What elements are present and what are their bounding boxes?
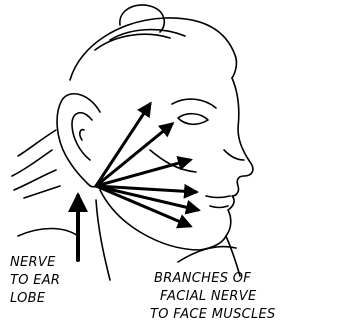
hair-strand (95, 34, 170, 50)
label-line: TO FACE MUSCLES (150, 306, 276, 324)
face-profile (200, 78, 253, 250)
label-facial-nerve-branches: BRANCHES OF FACIAL NERVE TO FACE MUSCLES (154, 270, 276, 324)
label-line: BRANCHES OF (154, 270, 276, 288)
pointer-curve-ear (18, 229, 78, 237)
hair-back-2 (12, 150, 52, 176)
ear-inner (72, 113, 92, 160)
nose-wing (224, 150, 244, 160)
label-line: LOBE (10, 290, 60, 308)
hair-back-4 (24, 186, 60, 198)
eyebrow (172, 99, 216, 108)
hair-outline (70, 18, 236, 80)
lip-line (210, 206, 228, 208)
mouth-line (206, 196, 230, 198)
ear-outer (57, 94, 102, 187)
neck-back (96, 200, 110, 280)
label-line: NERVE (10, 254, 60, 272)
eye (178, 114, 208, 125)
label-line: FACIAL NERVE (160, 288, 276, 306)
label-line: TO EAR (10, 272, 60, 290)
hair-back-3 (14, 170, 56, 190)
label-nerve-to-ear-lobe: NERVE TO EAR LOBE (10, 254, 60, 308)
ear-helix (80, 130, 84, 140)
